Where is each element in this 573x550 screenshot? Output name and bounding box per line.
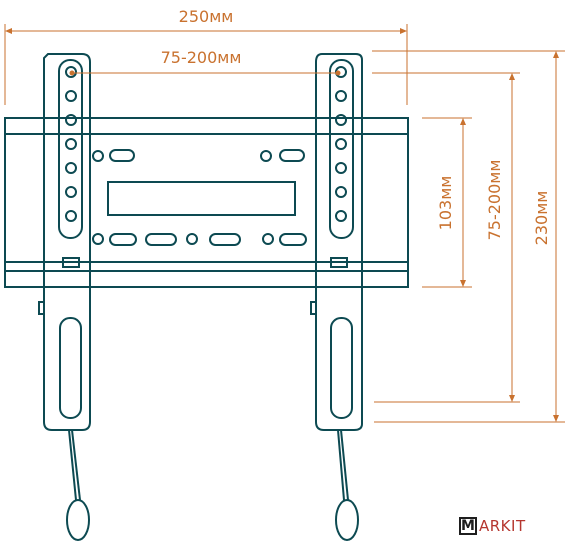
plate-hole bbox=[186, 233, 198, 245]
plate-hole bbox=[262, 233, 274, 245]
right-arm-hole-channel bbox=[329, 59, 354, 239]
right-pull-cord bbox=[340, 429, 349, 501]
horizontal-hole-spacing-label: 75-200мм bbox=[161, 48, 242, 67]
left-pull-ring bbox=[66, 499, 90, 541]
plate-slot bbox=[109, 233, 137, 246]
arrowhead bbox=[460, 280, 466, 287]
right-arm-tab bbox=[330, 257, 348, 268]
arm-mounting-hole bbox=[335, 138, 347, 150]
plate-slot bbox=[279, 149, 305, 162]
plate-slot bbox=[209, 233, 241, 246]
central-slot bbox=[107, 181, 296, 216]
arrowhead bbox=[5, 28, 12, 34]
vertical-hole-spacing-label: 75-200мм bbox=[485, 160, 504, 241]
arrowhead bbox=[509, 73, 515, 80]
left-pull-cord bbox=[71, 429, 81, 501]
left-arm bbox=[43, 53, 91, 431]
arrowhead bbox=[553, 415, 559, 422]
plate-hole bbox=[92, 233, 104, 245]
plate-hole bbox=[92, 150, 104, 162]
arrowhead bbox=[460, 118, 466, 125]
wall-plate-inner-band bbox=[4, 133, 409, 272]
left-pull-cord bbox=[68, 429, 77, 501]
right-pull-cord bbox=[337, 429, 345, 501]
arm-mounting-hole bbox=[335, 90, 347, 102]
arm-mounting-hole bbox=[65, 162, 77, 174]
brand-logo-mark: M bbox=[459, 517, 477, 535]
rail-height-label: 103мм bbox=[436, 176, 455, 231]
arm-mounting-hole bbox=[335, 114, 347, 126]
overall-height-label: 230мм bbox=[532, 191, 551, 246]
arm-mounting-hole bbox=[65, 90, 77, 102]
brand-logo: M ARKIT bbox=[459, 515, 526, 537]
left-arm-side-clip bbox=[38, 301, 45, 315]
overall-width-label: 250мм bbox=[179, 7, 234, 26]
dimension-lines bbox=[4, 24, 565, 423]
arm-mounting-hole bbox=[65, 138, 77, 150]
left-arm-hole-channel bbox=[58, 59, 83, 239]
brand-logo-text: ARKIT bbox=[479, 516, 526, 535]
arm-mounting-hole bbox=[65, 114, 77, 126]
plate-slot bbox=[279, 233, 307, 246]
right-pull-ring bbox=[335, 499, 359, 541]
arm-mounting-hole bbox=[335, 210, 347, 222]
dimension-end-dot bbox=[335, 70, 341, 76]
arm-mounting-hole bbox=[65, 210, 77, 222]
right-arm-side-clip bbox=[310, 301, 317, 315]
arrowhead bbox=[509, 395, 515, 402]
arm-mounting-hole bbox=[65, 66, 77, 78]
arm-mounting-hole bbox=[335, 186, 347, 198]
plate-slot bbox=[109, 149, 135, 162]
right-arm bbox=[315, 53, 363, 431]
left-arm-tab bbox=[62, 257, 80, 268]
bracket-outline bbox=[4, 53, 409, 541]
left-arm-lower-slot bbox=[59, 317, 82, 419]
arm-mounting-hole bbox=[335, 162, 347, 174]
arrowhead bbox=[400, 28, 407, 34]
dimension-end-dot bbox=[69, 70, 75, 76]
plate-hole bbox=[260, 150, 272, 162]
arm-mounting-hole bbox=[65, 186, 77, 198]
arrowhead bbox=[553, 51, 559, 58]
right-arm-lower-slot bbox=[330, 317, 353, 419]
plate-slot bbox=[145, 233, 177, 246]
